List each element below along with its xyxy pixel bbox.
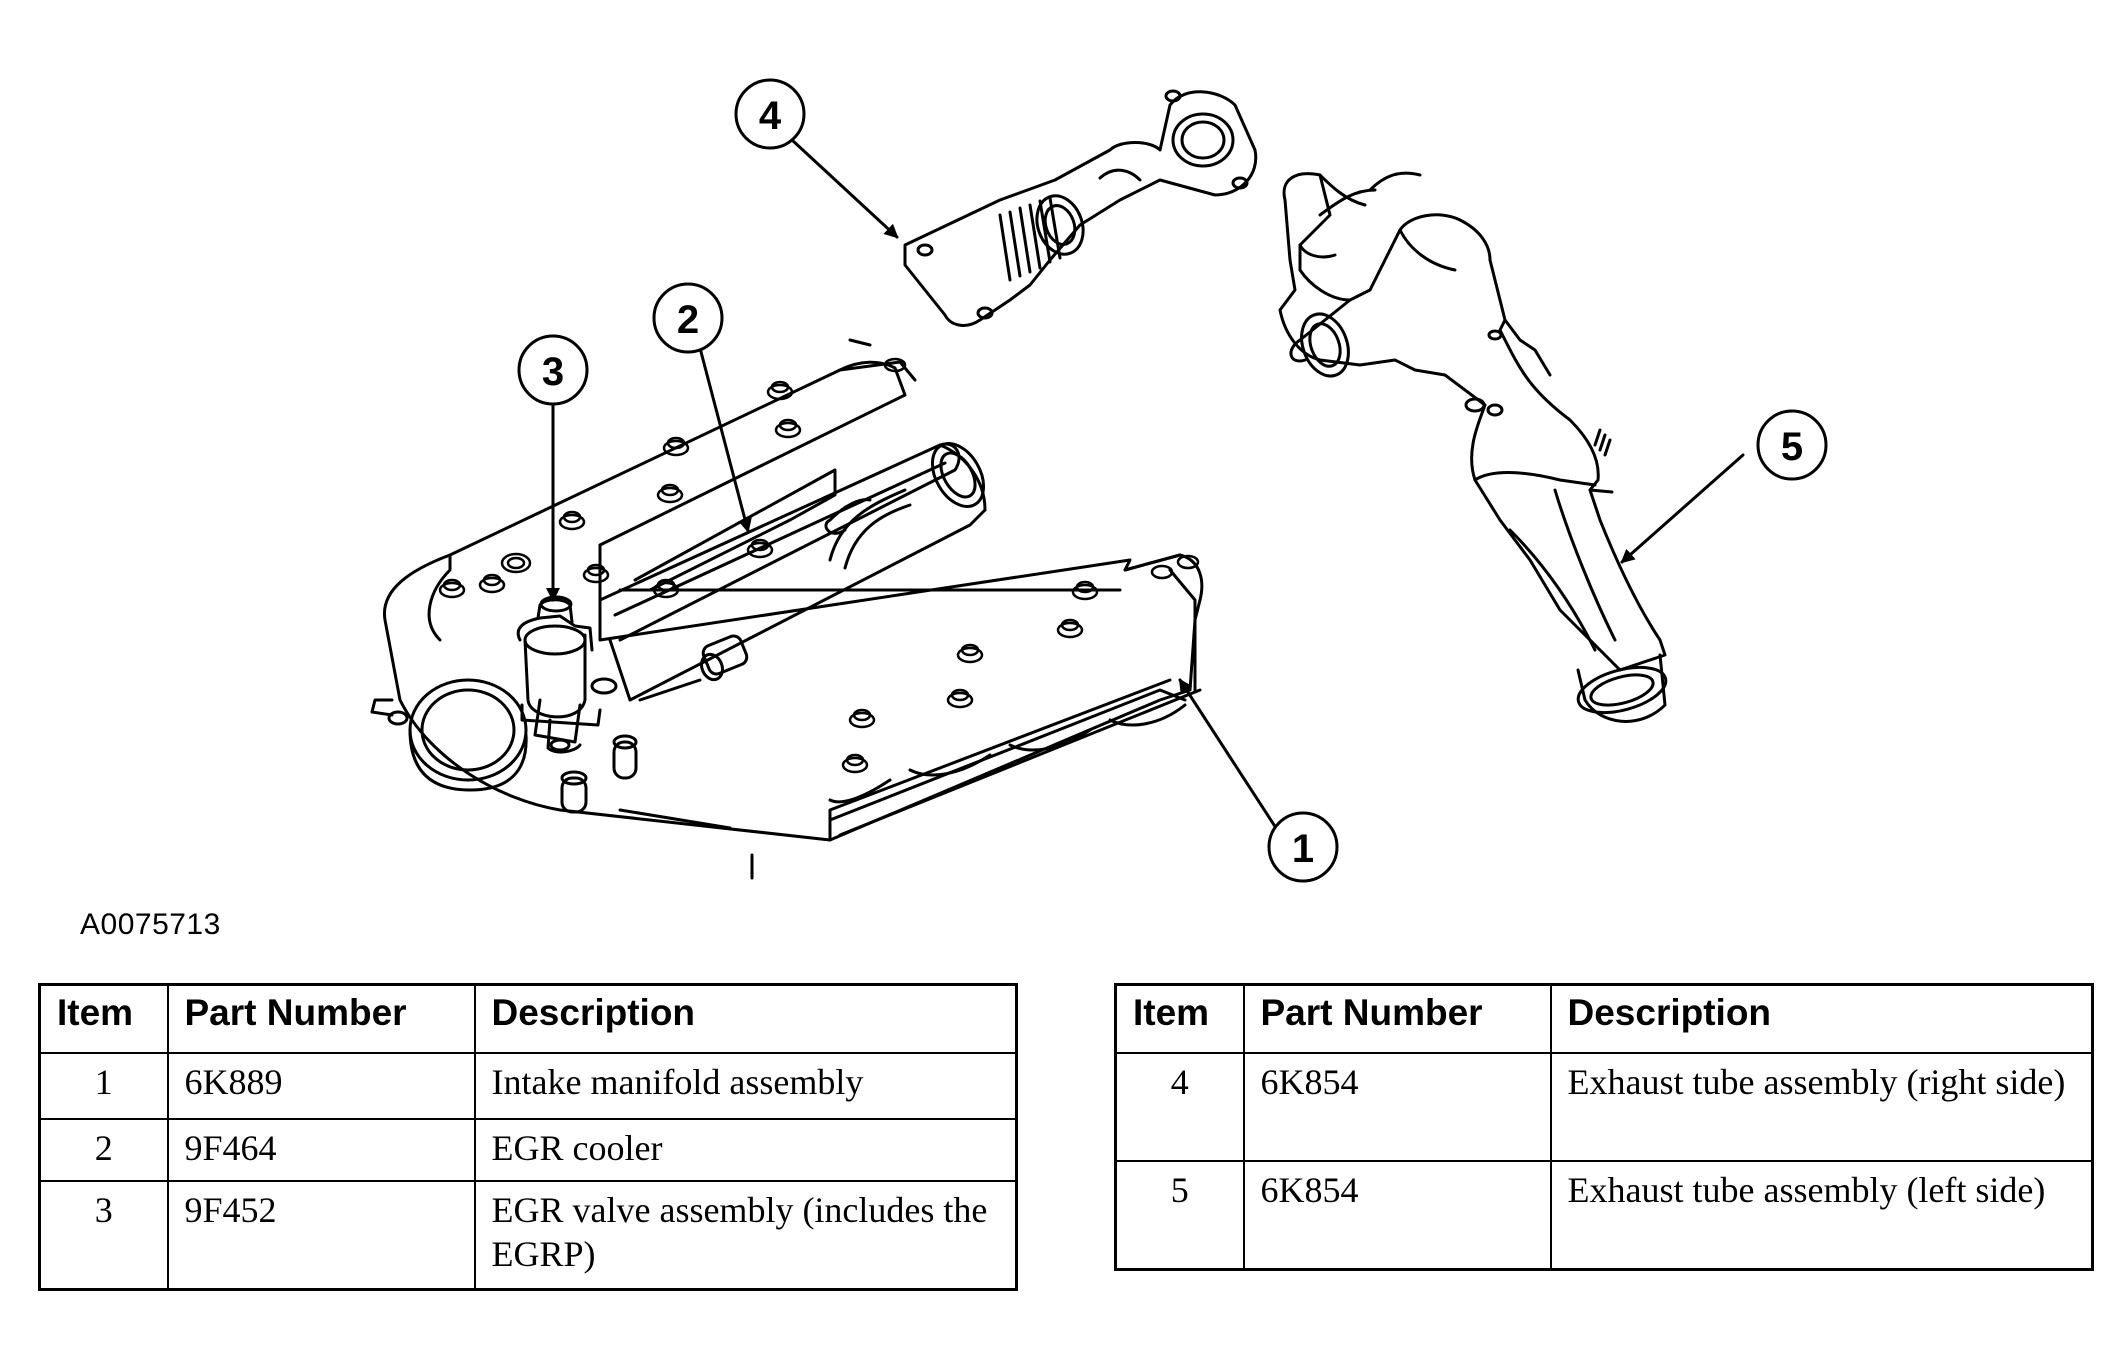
callout-1: 1	[1267, 811, 1339, 883]
table-row: 2 9F464 EGR cooler	[38, 1118, 1018, 1182]
svg-text:3: 3	[542, 350, 564, 394]
cell-description: EGR cooler	[473, 1118, 1018, 1182]
parts-table-left: Item Part Number Description 1 6K889 Int…	[38, 983, 1018, 1291]
svg-text:5: 5	[1781, 425, 1803, 469]
cell-description: Exhaust tube assembly (right side)	[1549, 1052, 2094, 1162]
callout-3: 3	[517, 334, 589, 406]
cell-part-number: 9F464	[166, 1118, 476, 1182]
exhaust-tube-right-drawing	[903, 89, 1258, 327]
cell-description: EGR valve assembly (includes the EGRP)	[473, 1180, 1018, 1291]
cell-description: Exhaust tube assembly (left side)	[1549, 1160, 2094, 1271]
egr-cooler-drawing	[598, 442, 987, 702]
header-item: Item	[38, 983, 169, 1054]
table-header-row: Item Part Number Description	[1114, 983, 2094, 1054]
cell-item: 1	[38, 1052, 169, 1120]
callout-2: 2	[652, 282, 724, 354]
cell-item: 4	[1114, 1052, 1245, 1162]
svg-text:1: 1	[1292, 827, 1314, 871]
table-header-row: Item Part Number Description	[38, 983, 1018, 1054]
cell-part-number: 9F452	[166, 1180, 476, 1291]
cell-item: 2	[38, 1118, 169, 1182]
header-part-number: Part Number	[166, 983, 476, 1054]
cell-part-number: 6K854	[1242, 1160, 1552, 1271]
exhaust-tube-left-drawing	[1278, 171, 1668, 723]
table-row: 5 6K854 Exhaust tube assembly (left side…	[1114, 1160, 2094, 1271]
callout-4: 4	[734, 78, 806, 150]
header-description: Description	[1549, 983, 2094, 1054]
exploded-parts-diagram: 1 2 3 4 5	[370, 78, 1828, 883]
cell-description: Intake manifold assembly	[473, 1052, 1018, 1120]
cell-item: 5	[1114, 1160, 1245, 1271]
cell-part-number: 6K854	[1242, 1052, 1552, 1162]
intake-manifold-drawing	[370, 338, 1204, 880]
egr-valve-drawing	[516, 595, 602, 754]
table-row: 3 9F452 EGR valve assembly (includes the…	[38, 1180, 1018, 1291]
cell-part-number: 6K889	[166, 1052, 476, 1120]
header-description: Description	[473, 983, 1018, 1054]
table-row: 1 6K889 Intake manifold assembly	[38, 1052, 1018, 1120]
svg-text:2: 2	[677, 298, 699, 342]
parts-table-right: Item Part Number Description 4 6K854 Exh…	[1114, 983, 2094, 1271]
table-row: 4 6K854 Exhaust tube assembly (right sid…	[1114, 1052, 2094, 1162]
header-item: Item	[1114, 983, 1245, 1054]
header-part-number: Part Number	[1242, 983, 1552, 1054]
svg-text:4: 4	[759, 94, 782, 138]
callout-5: 5	[1756, 409, 1828, 481]
figure-id: A0075713	[80, 908, 221, 941]
cell-item: 3	[38, 1180, 169, 1291]
